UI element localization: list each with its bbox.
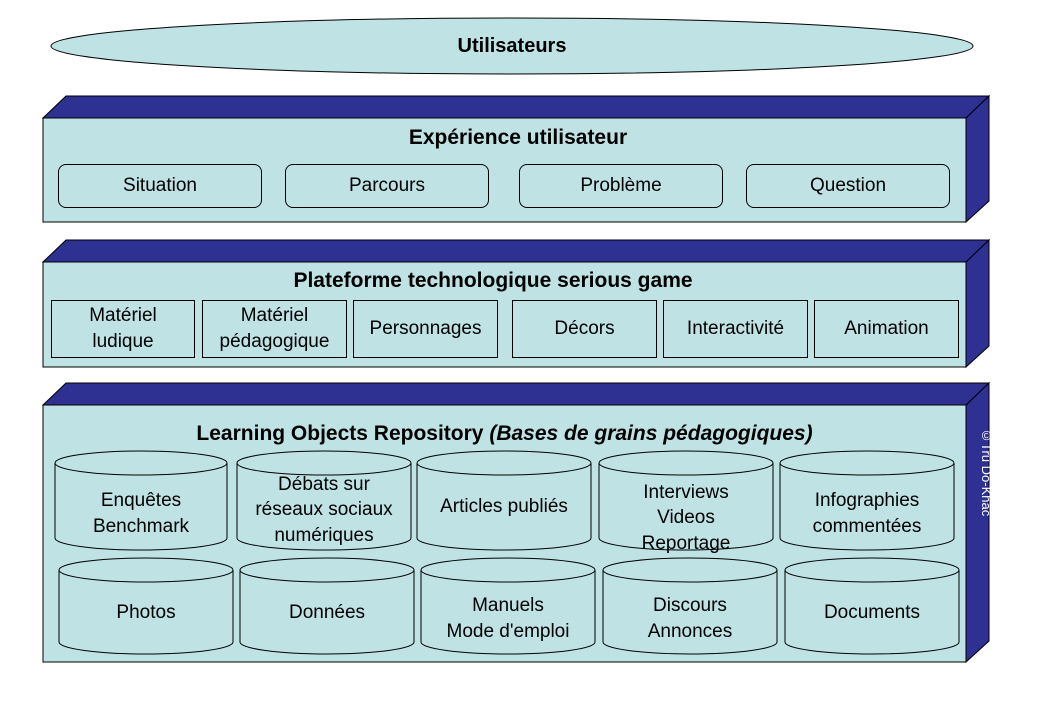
- experience-item-probleme: Problème: [519, 164, 723, 208]
- cylinder-discours: [602, 557, 778, 655]
- cylinder-label-infographies: Infographies commentées: [780, 478, 954, 550]
- experience-title: Expérience utilisateur: [408, 125, 628, 149]
- cylinder-label-articles: Articles publiés: [417, 478, 591, 536]
- cylinder-photos: [58, 557, 234, 655]
- experience-item-parcours: Parcours: [285, 164, 489, 208]
- cylinder-line: commentées: [812, 516, 922, 537]
- cylinder-line: Annonces: [647, 621, 733, 642]
- cylinder-line: réseaux sociaux: [255, 499, 393, 521]
- platform-item-decors: Décors: [512, 300, 657, 358]
- cylinder-label-documents: Documents: [785, 586, 959, 640]
- cylinder-line: Benchmark: [92, 516, 190, 537]
- cylinder-interviews: [598, 450, 774, 551]
- platform-item-materiel-ludique: Matériel ludique: [51, 300, 195, 358]
- platform-item-line: Interactivité: [686, 318, 785, 340]
- platform-item-line: Animation: [844, 318, 929, 340]
- cylinder-line: Données: [288, 602, 366, 624]
- cylinder-line: Infographies: [814, 490, 920, 512]
- platform-item-line: Personnages: [369, 318, 482, 340]
- platform-item-line: ludique: [92, 331, 154, 352]
- cylinder-manuels: [420, 557, 596, 655]
- cylinder-line: numériques: [274, 524, 374, 546]
- users-title: Utilisateurs: [457, 34, 567, 57]
- cylinder-articles: [416, 450, 592, 551]
- platform-item-line: Décors: [554, 318, 615, 340]
- platform-item-line: Matériel: [89, 305, 157, 327]
- platform-item-animation: Animation: [814, 300, 959, 358]
- experience-item-question: Question: [746, 164, 950, 208]
- cylinder-line: Interviews: [643, 481, 729, 503]
- cylinder-line: Manuels: [472, 595, 544, 617]
- platform-item-line: pédagogique: [219, 331, 330, 352]
- cylinder-line: Reportage: [641, 532, 731, 554]
- cylinder-donnees: [239, 557, 415, 655]
- cylinder-line: Discours: [653, 595, 727, 617]
- platform-item-line: Matériel: [240, 305, 309, 327]
- cylinder-label-photos: Photos: [59, 586, 233, 640]
- users-ellipse: [50, 17, 974, 75]
- platform-item-materiel-pedagogique: Matériel pédagogique: [202, 300, 347, 358]
- cylinder-label-donnees: Données: [240, 586, 414, 640]
- cylinder-line: Articles publiés: [440, 496, 568, 518]
- repository-title: Learning Objects Repository (Bases de gr…: [43, 420, 966, 448]
- cylinder-line: Videos: [657, 507, 715, 529]
- repository-subtitle: (Bases de grains pédagogiques): [489, 421, 813, 445]
- platform-item-interactivite: Interactivité: [663, 300, 808, 358]
- cylinder-documents: [784, 557, 960, 655]
- experience-item-situation: Situation: [58, 164, 262, 208]
- platform-item-personnages: Personnages: [353, 300, 498, 358]
- cylinder-line: Documents: [823, 602, 921, 624]
- cylinder-line: Mode d'emploi: [446, 621, 570, 642]
- copyright-text: ©Tru Dô-Khac: [979, 428, 994, 517]
- cylinder-label-debats: Débats sur réseaux sociaux numériques: [237, 470, 411, 550]
- cylinder-enquetes: [54, 450, 228, 551]
- platform-title: Plateforme technologique serious game: [293, 268, 693, 292]
- cylinder-infographies: [779, 450, 955, 551]
- cylinder-line: Photos: [116, 602, 176, 624]
- platform-layer-block: [41, 238, 991, 369]
- cylinder-debats: [236, 450, 412, 551]
- cylinder-line: Débats sur: [278, 473, 370, 495]
- cylinder-line: Enquêtes: [100, 490, 182, 512]
- repository-title-main: Learning Objects Repository: [196, 421, 484, 445]
